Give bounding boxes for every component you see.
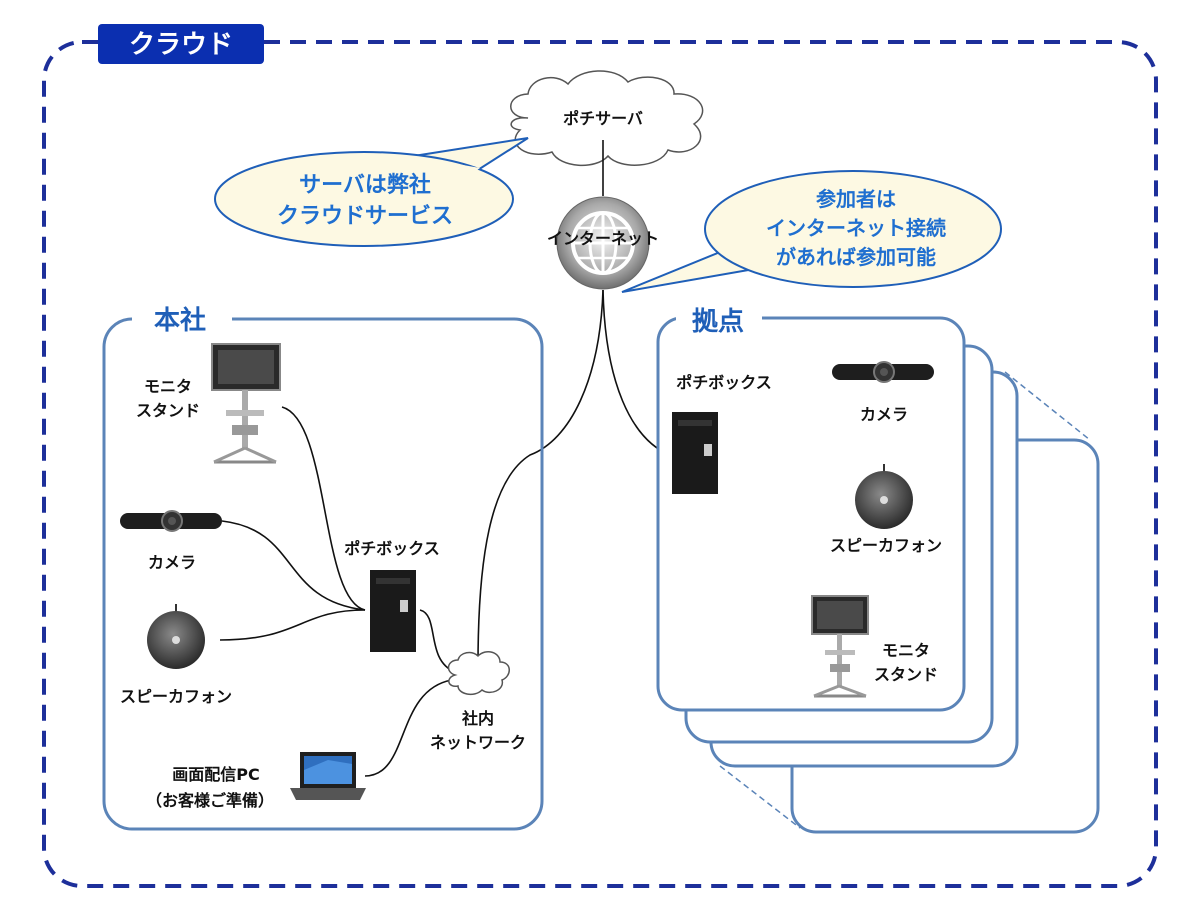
monitor-stand-icon (211, 343, 281, 464)
site-camera-label: カメラ (860, 405, 908, 424)
pc-tower-icon (370, 570, 416, 652)
bubble-right-line3: があれば参加可能 (776, 245, 936, 269)
internet-label: インターネット (547, 229, 659, 248)
site-camera-icon (832, 361, 934, 383)
bubble-left-line2: クラウドサービス (277, 204, 453, 229)
cloud-tag-label: クラウド (129, 30, 233, 60)
cloud-tag (98, 24, 264, 64)
lan-cloud-icon (447, 651, 510, 696)
bubble-right-line1: 参加者は (816, 187, 896, 211)
laptop-icon (290, 752, 366, 800)
bubble-right (621, 170, 1002, 293)
server-cloud (510, 70, 704, 167)
site-monitor-stand-icon (811, 595, 869, 698)
hq-title: 本社 (154, 305, 206, 336)
bubble-left-line1: サーバは弊社 (299, 172, 431, 198)
server-label: ポチサーバ (563, 109, 643, 128)
hq-monitor-label-1: モニタ (144, 377, 192, 396)
hq-panel (102, 317, 544, 831)
speakerphone-icon (147, 604, 205, 669)
globe-icon (556, 196, 650, 290)
site-title: 拠点 (692, 306, 744, 337)
bubble-left (214, 137, 529, 247)
site-speaker-label: スピーカフォン (830, 536, 942, 555)
bubble-right-line2: インターネット接続 (766, 216, 946, 240)
hq-monitor-label-2: スタンド (136, 401, 200, 420)
hq-pc-label-2: （お客様ご準備） (146, 791, 274, 810)
hq-lan-label-1: 社内 (461, 709, 494, 728)
hq-speaker-label: スピーカフォン (120, 687, 232, 706)
hq-camera-label: カメラ (148, 553, 196, 572)
site-pc-tower-icon (672, 412, 718, 494)
site-box-label: ポチボックス (676, 373, 772, 392)
hq-box-label: ポチボックス (344, 539, 440, 558)
site-monitor-label-1: モニタ (882, 641, 930, 660)
camera-icon (120, 510, 222, 532)
site-speakerphone-icon (855, 464, 913, 529)
hq-pc-label-1: 画面配信PC (172, 765, 259, 784)
site-panel (656, 316, 966, 712)
hq-lan-label-2: ネットワーク (430, 733, 526, 752)
site-monitor-label-2: スタンド (874, 665, 938, 684)
